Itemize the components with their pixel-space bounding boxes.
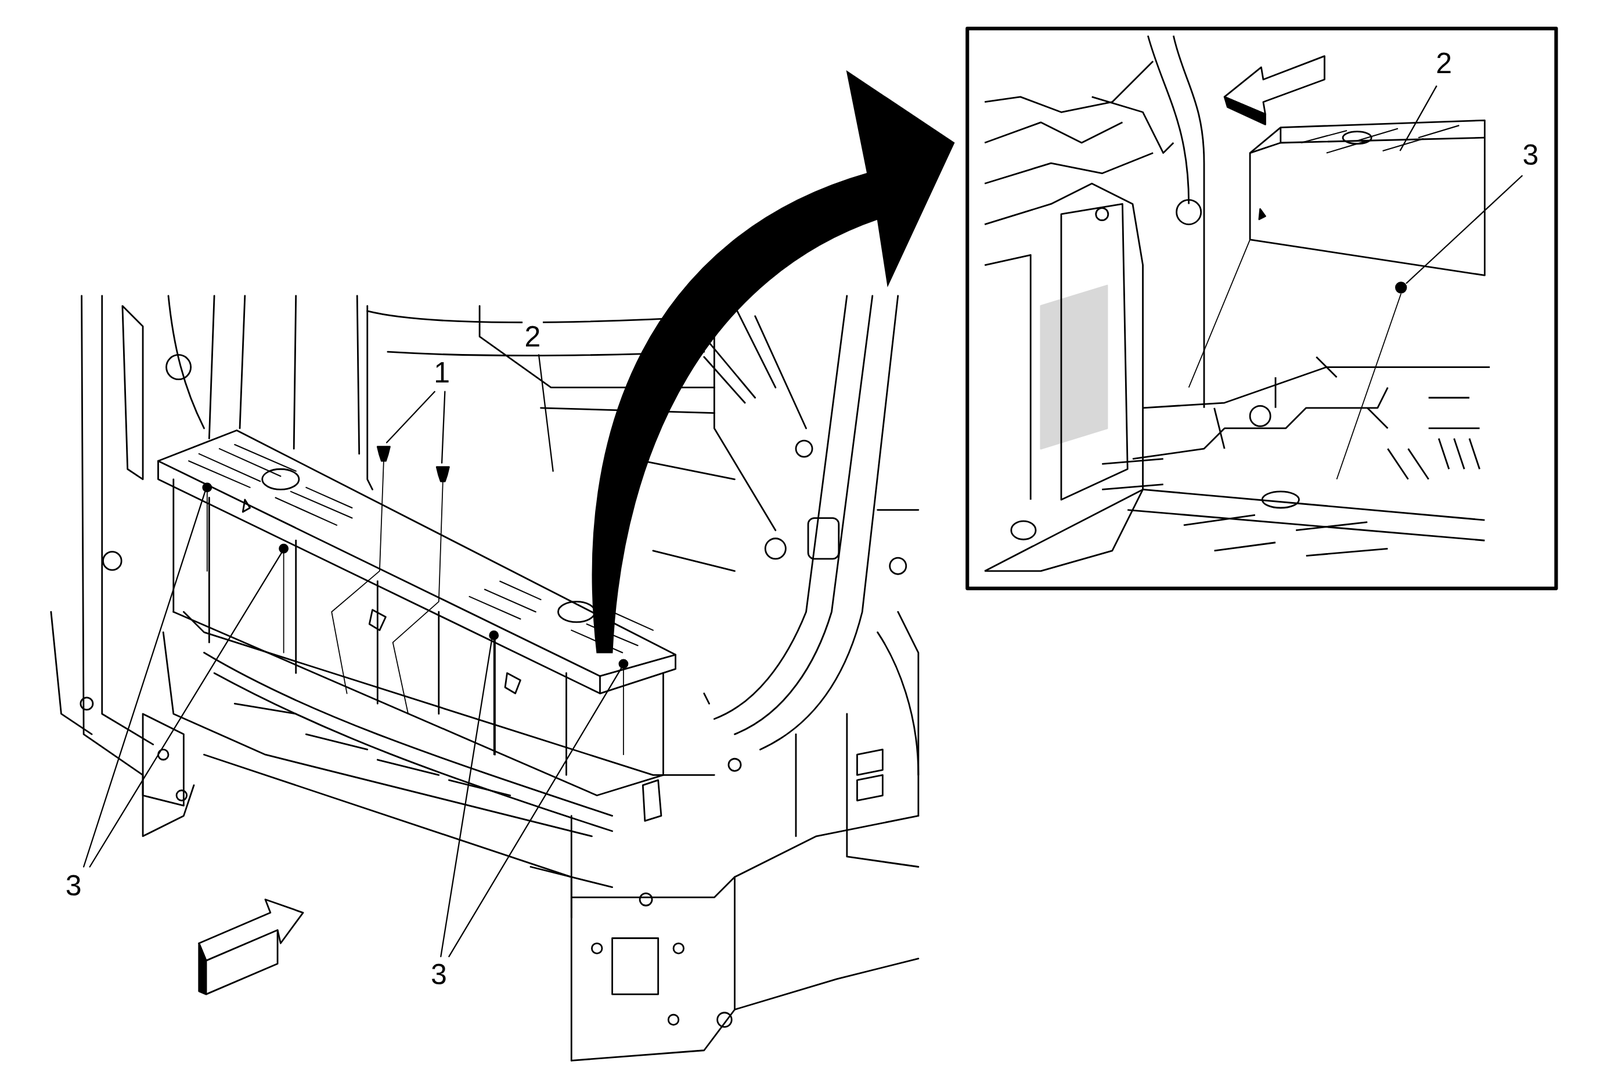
direction-arrow — [199, 899, 304, 995]
detail-inset — [967, 28, 1556, 589]
callout-number: 2 — [1433, 47, 1455, 79]
callout-number: 1 — [431, 357, 453, 389]
install-line — [207, 460, 624, 755]
callout-number: 3 — [1520, 139, 1542, 171]
callout-number: 3 — [428, 959, 450, 991]
retainer-clip — [203, 483, 628, 669]
view-arrow — [592, 71, 954, 654]
leader-line — [83, 354, 622, 957]
callout-number: 3 — [63, 870, 85, 902]
callout-number: 2 — [522, 321, 544, 353]
retainer-clip — [377, 447, 449, 482]
body-side-left — [51, 296, 215, 837]
